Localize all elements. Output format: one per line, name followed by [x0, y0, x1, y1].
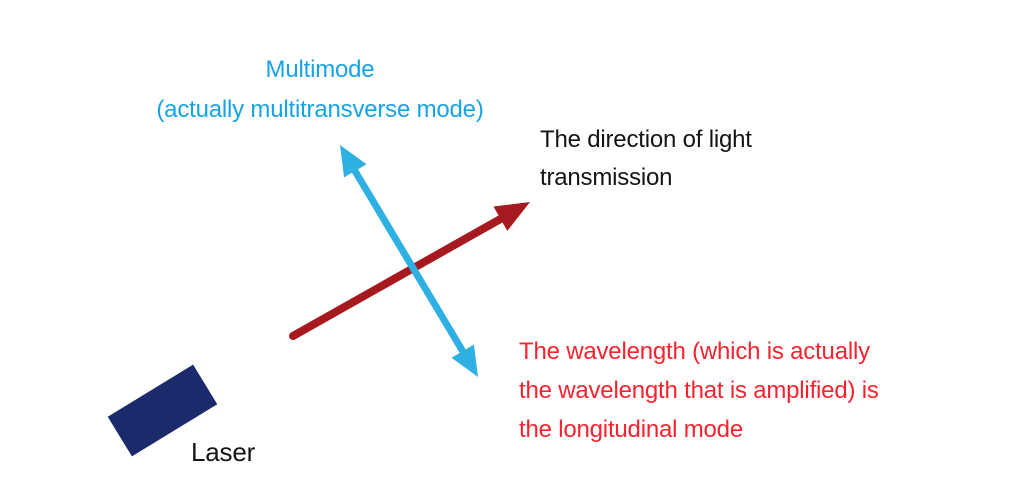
wavelength-label-line2: the wavelength that is amplified) is — [519, 377, 879, 404]
laser-label: Laser — [191, 437, 256, 467]
blue-arrow-shaft — [348, 164, 469, 357]
multimode-label-line1: Multimode — [265, 56, 375, 83]
blue-arrow-head-top — [340, 145, 367, 178]
wavelength-label-line1: The wavelength (which is actually — [519, 338, 870, 365]
light-direction-label-line2: transmission — [540, 164, 673, 191]
red-arrow-head — [493, 202, 530, 231]
laser-box — [107, 364, 218, 457]
multimode-label-line2: (actually multitransverse mode) — [156, 96, 484, 123]
light-direction-arrow — [289, 202, 530, 340]
red-arrow-shaft — [289, 213, 508, 340]
wavelength-label-line3: the longitudinal mode — [519, 416, 743, 443]
light-direction-label: The direction of light transmission — [540, 121, 752, 197]
multimode-arrow — [340, 145, 478, 377]
multimode-label: Multimode (actually multitransverse mode… — [120, 50, 520, 130]
blue-arrow-head-bottom — [451, 344, 478, 377]
light-direction-label-line1: The direction of light — [540, 126, 752, 153]
wavelength-label: The wavelength (which is actually the wa… — [519, 332, 879, 449]
laser-box-group — [107, 364, 218, 457]
